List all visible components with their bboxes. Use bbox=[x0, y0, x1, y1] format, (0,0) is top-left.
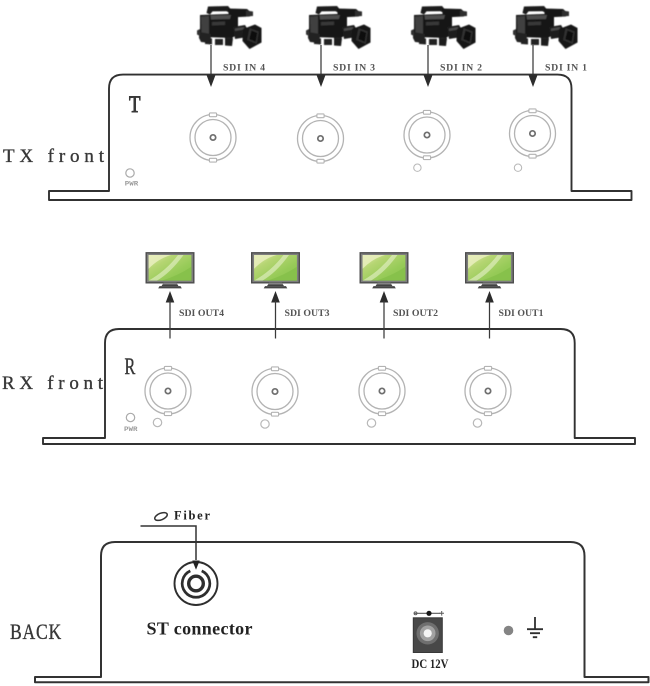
svg-text:SDI OUT1: SDI OUT1 bbox=[499, 308, 544, 319]
svg-text:SDI OUT2: SDI OUT2 bbox=[393, 308, 438, 319]
svg-text:ST connector: ST connector bbox=[147, 619, 253, 639]
svg-text:TX front: TX front bbox=[3, 146, 105, 167]
svg-text:R: R bbox=[125, 354, 136, 379]
svg-text:Fiber: Fiber bbox=[174, 509, 210, 523]
svg-text:DC 12V: DC 12V bbox=[412, 657, 449, 671]
svg-text:BACK: BACK bbox=[10, 620, 62, 644]
svg-text:SDI IN 2: SDI IN 2 bbox=[440, 63, 482, 74]
svg-text:RX front: RX front bbox=[2, 373, 104, 394]
svg-text:SDI IN 1: SDI IN 1 bbox=[545, 63, 587, 74]
svg-text:T: T bbox=[129, 92, 141, 117]
svg-text:SDI IN 3: SDI IN 3 bbox=[333, 63, 375, 74]
svg-text:SDI OUT3: SDI OUT3 bbox=[285, 308, 330, 319]
svg-text:PWR: PWR bbox=[125, 181, 139, 188]
svg-text:PWR: PWR bbox=[124, 426, 138, 433]
svg-text:SDI OUT4: SDI OUT4 bbox=[179, 308, 224, 319]
svg-text:SDI IN 4: SDI IN 4 bbox=[223, 63, 265, 74]
